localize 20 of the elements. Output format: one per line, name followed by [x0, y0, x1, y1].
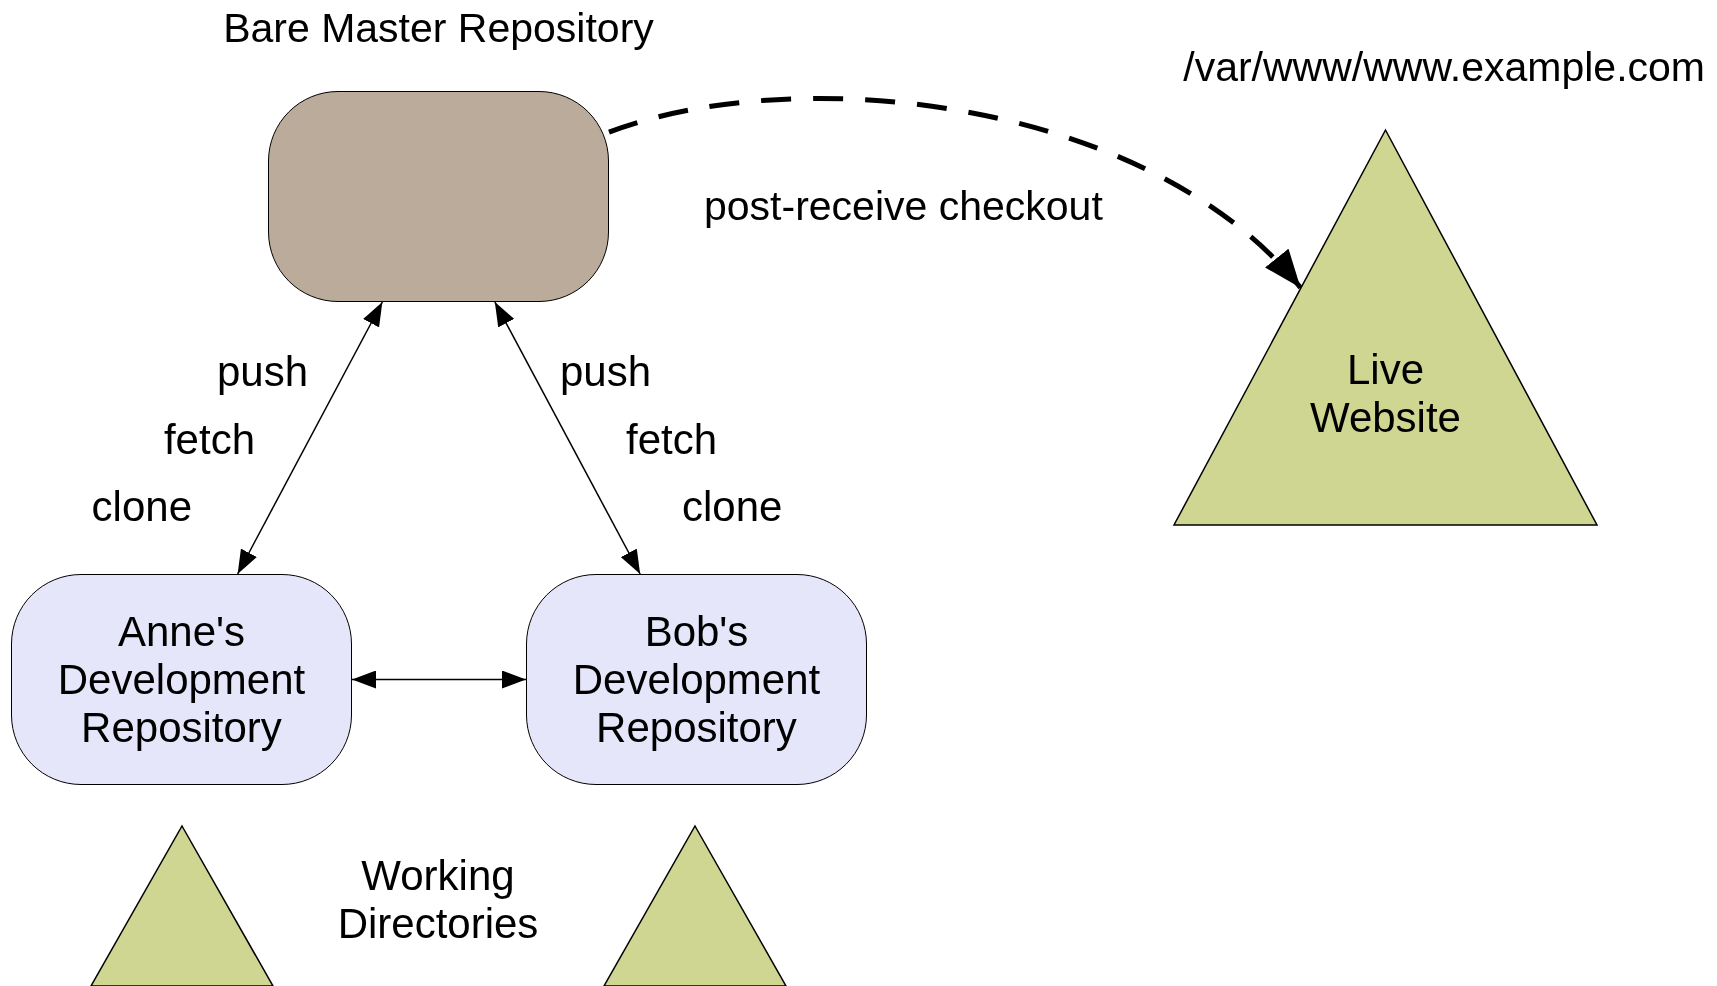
repository-box	[526, 574, 867, 785]
arrow	[494, 301, 641, 575]
repository-box	[11, 574, 352, 785]
arrow	[351, 670, 527, 689]
node-label: Anne's Development Repository	[56, 607, 307, 752]
path-label: /var/www/www.example.com	[1183, 43, 1705, 91]
operation-label: Working Directories	[336, 852, 540, 948]
operation-label: push	[215, 348, 308, 396]
operation-label: push	[560, 348, 652, 396]
node-label: Bob's Development Repository	[571, 607, 822, 752]
operation-label: clone	[682, 483, 783, 531]
working-directory-triangle	[603, 825, 787, 986]
operation-label: fetch	[626, 416, 718, 464]
working-directory-triangle	[90, 825, 274, 986]
operation-label: fetch	[162, 416, 255, 464]
node-heading: Bare Master Repository	[222, 4, 655, 52]
arrow	[608, 96, 1303, 290]
operation-label: clone	[90, 483, 192, 531]
node-label: Live Website	[1309, 346, 1462, 442]
arrow	[236, 301, 384, 575]
